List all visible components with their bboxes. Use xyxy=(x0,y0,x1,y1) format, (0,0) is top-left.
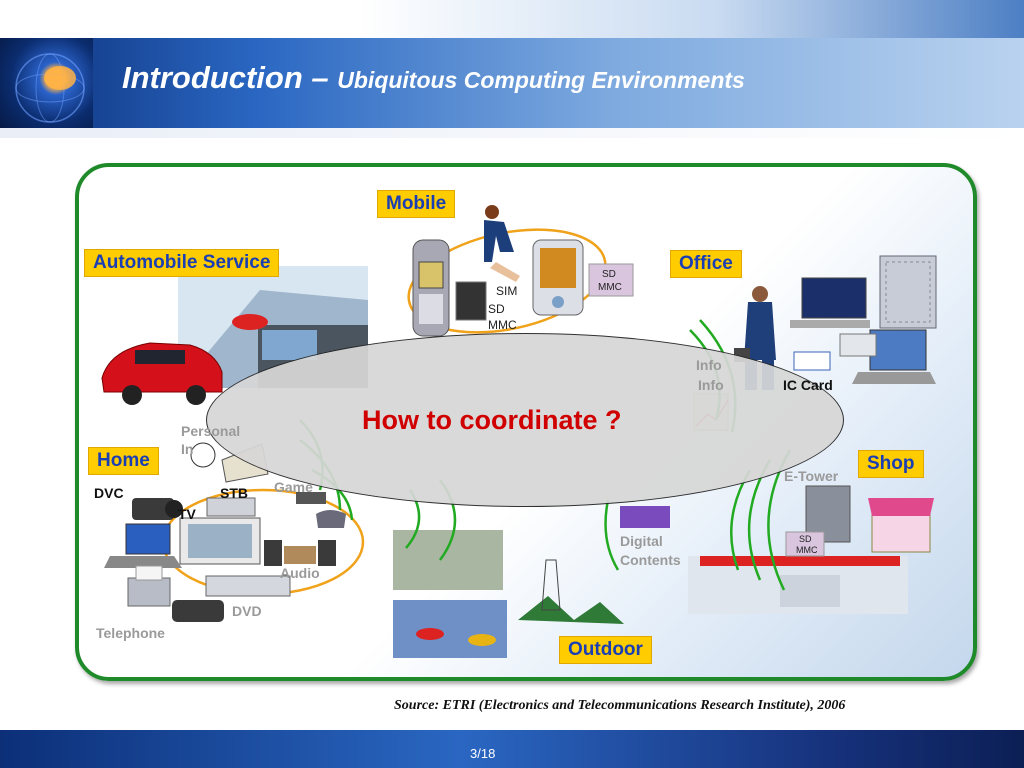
label-stb: STB xyxy=(220,485,248,501)
label-sd: SD xyxy=(488,302,505,316)
center-question: How to coordinate ? xyxy=(362,405,622,435)
tv-icon xyxy=(179,517,261,565)
sd-card-2-label-sd: SD xyxy=(799,534,812,544)
pda-icon xyxy=(455,281,487,321)
label-tower: E-Tower xyxy=(784,468,839,484)
laptop-icon xyxy=(852,329,936,384)
label-ic-card: IC Card xyxy=(783,377,833,393)
label-mmc: MMC xyxy=(488,318,517,332)
outdoor-map-photo xyxy=(393,530,503,590)
label-office: Office xyxy=(670,250,742,278)
label-info-2: Info xyxy=(698,377,724,393)
sd-card-icon-2 xyxy=(785,531,825,557)
title-divider xyxy=(0,128,1024,138)
label-telephone: Telephone xyxy=(96,625,165,641)
label-tv: TV xyxy=(178,506,196,522)
label-audio: Audio xyxy=(280,565,320,581)
label-contents: Contents xyxy=(620,552,681,568)
camcorder-icon xyxy=(132,498,183,520)
office-building-icon xyxy=(879,255,937,329)
label-personal: Personal xyxy=(181,423,241,439)
home-laptop-icon xyxy=(104,523,182,568)
audio-system-icon xyxy=(264,540,336,566)
slide-title: Introduction – Ubiquitous Computing Envi… xyxy=(122,60,745,96)
title-sub: Ubiquitous Computing Environments xyxy=(337,67,745,93)
central-ellipse xyxy=(206,333,844,507)
printer-icon xyxy=(839,333,877,357)
label-sim: SIM xyxy=(496,284,518,298)
label-personal-2: In xyxy=(181,441,194,457)
shop-building-icon xyxy=(868,498,934,553)
ic-card-icon xyxy=(793,351,831,371)
label-game: Game xyxy=(274,479,313,495)
title-bar xyxy=(0,38,1024,128)
set-top-box-icon xyxy=(206,497,256,517)
desktop-computer-icon xyxy=(790,277,870,328)
game-console-icon xyxy=(296,492,346,528)
red-car-icon xyxy=(101,342,223,405)
label-digital: Digital xyxy=(620,533,663,549)
label-automobile-service: Automobile Service xyxy=(84,249,280,277)
business-woman-icon xyxy=(484,205,520,282)
dvd-player-icon xyxy=(205,575,291,597)
outdoor-traffic-photo xyxy=(393,600,507,658)
mobile-phone-icon xyxy=(412,239,450,337)
fax-icon xyxy=(127,565,171,607)
sd-card-icon xyxy=(588,263,634,297)
label-home: Home xyxy=(88,447,159,475)
globe-logo-icon xyxy=(0,38,93,128)
telephone-icon xyxy=(172,600,224,622)
sd-card-label-sd: SD xyxy=(602,269,616,280)
trees-icon xyxy=(518,596,624,624)
sd-card-label-mmc: MMC xyxy=(598,282,622,293)
keyboard-icon xyxy=(620,506,670,528)
antenna-tower-icon xyxy=(541,559,561,611)
label-shop: Shop xyxy=(858,450,924,478)
sd-card-2-label-mmc: MMC xyxy=(796,545,818,555)
label-mobile: Mobile xyxy=(377,190,456,218)
pocket-pc-icon xyxy=(532,239,584,316)
gas-station-photo xyxy=(688,556,908,614)
label-info-1: Info xyxy=(696,357,722,373)
label-dvd: DVD xyxy=(232,603,262,619)
label-dvc: DVC xyxy=(94,485,124,501)
source-citation: Source: ETRI (Electronics and Telecommun… xyxy=(394,698,846,713)
top-strip xyxy=(0,0,1024,38)
title-main: Introduction – xyxy=(122,60,338,95)
page-number: 3/18 xyxy=(470,746,496,761)
footer-bar xyxy=(0,730,1024,768)
label-outdoor: Outdoor xyxy=(559,636,652,664)
